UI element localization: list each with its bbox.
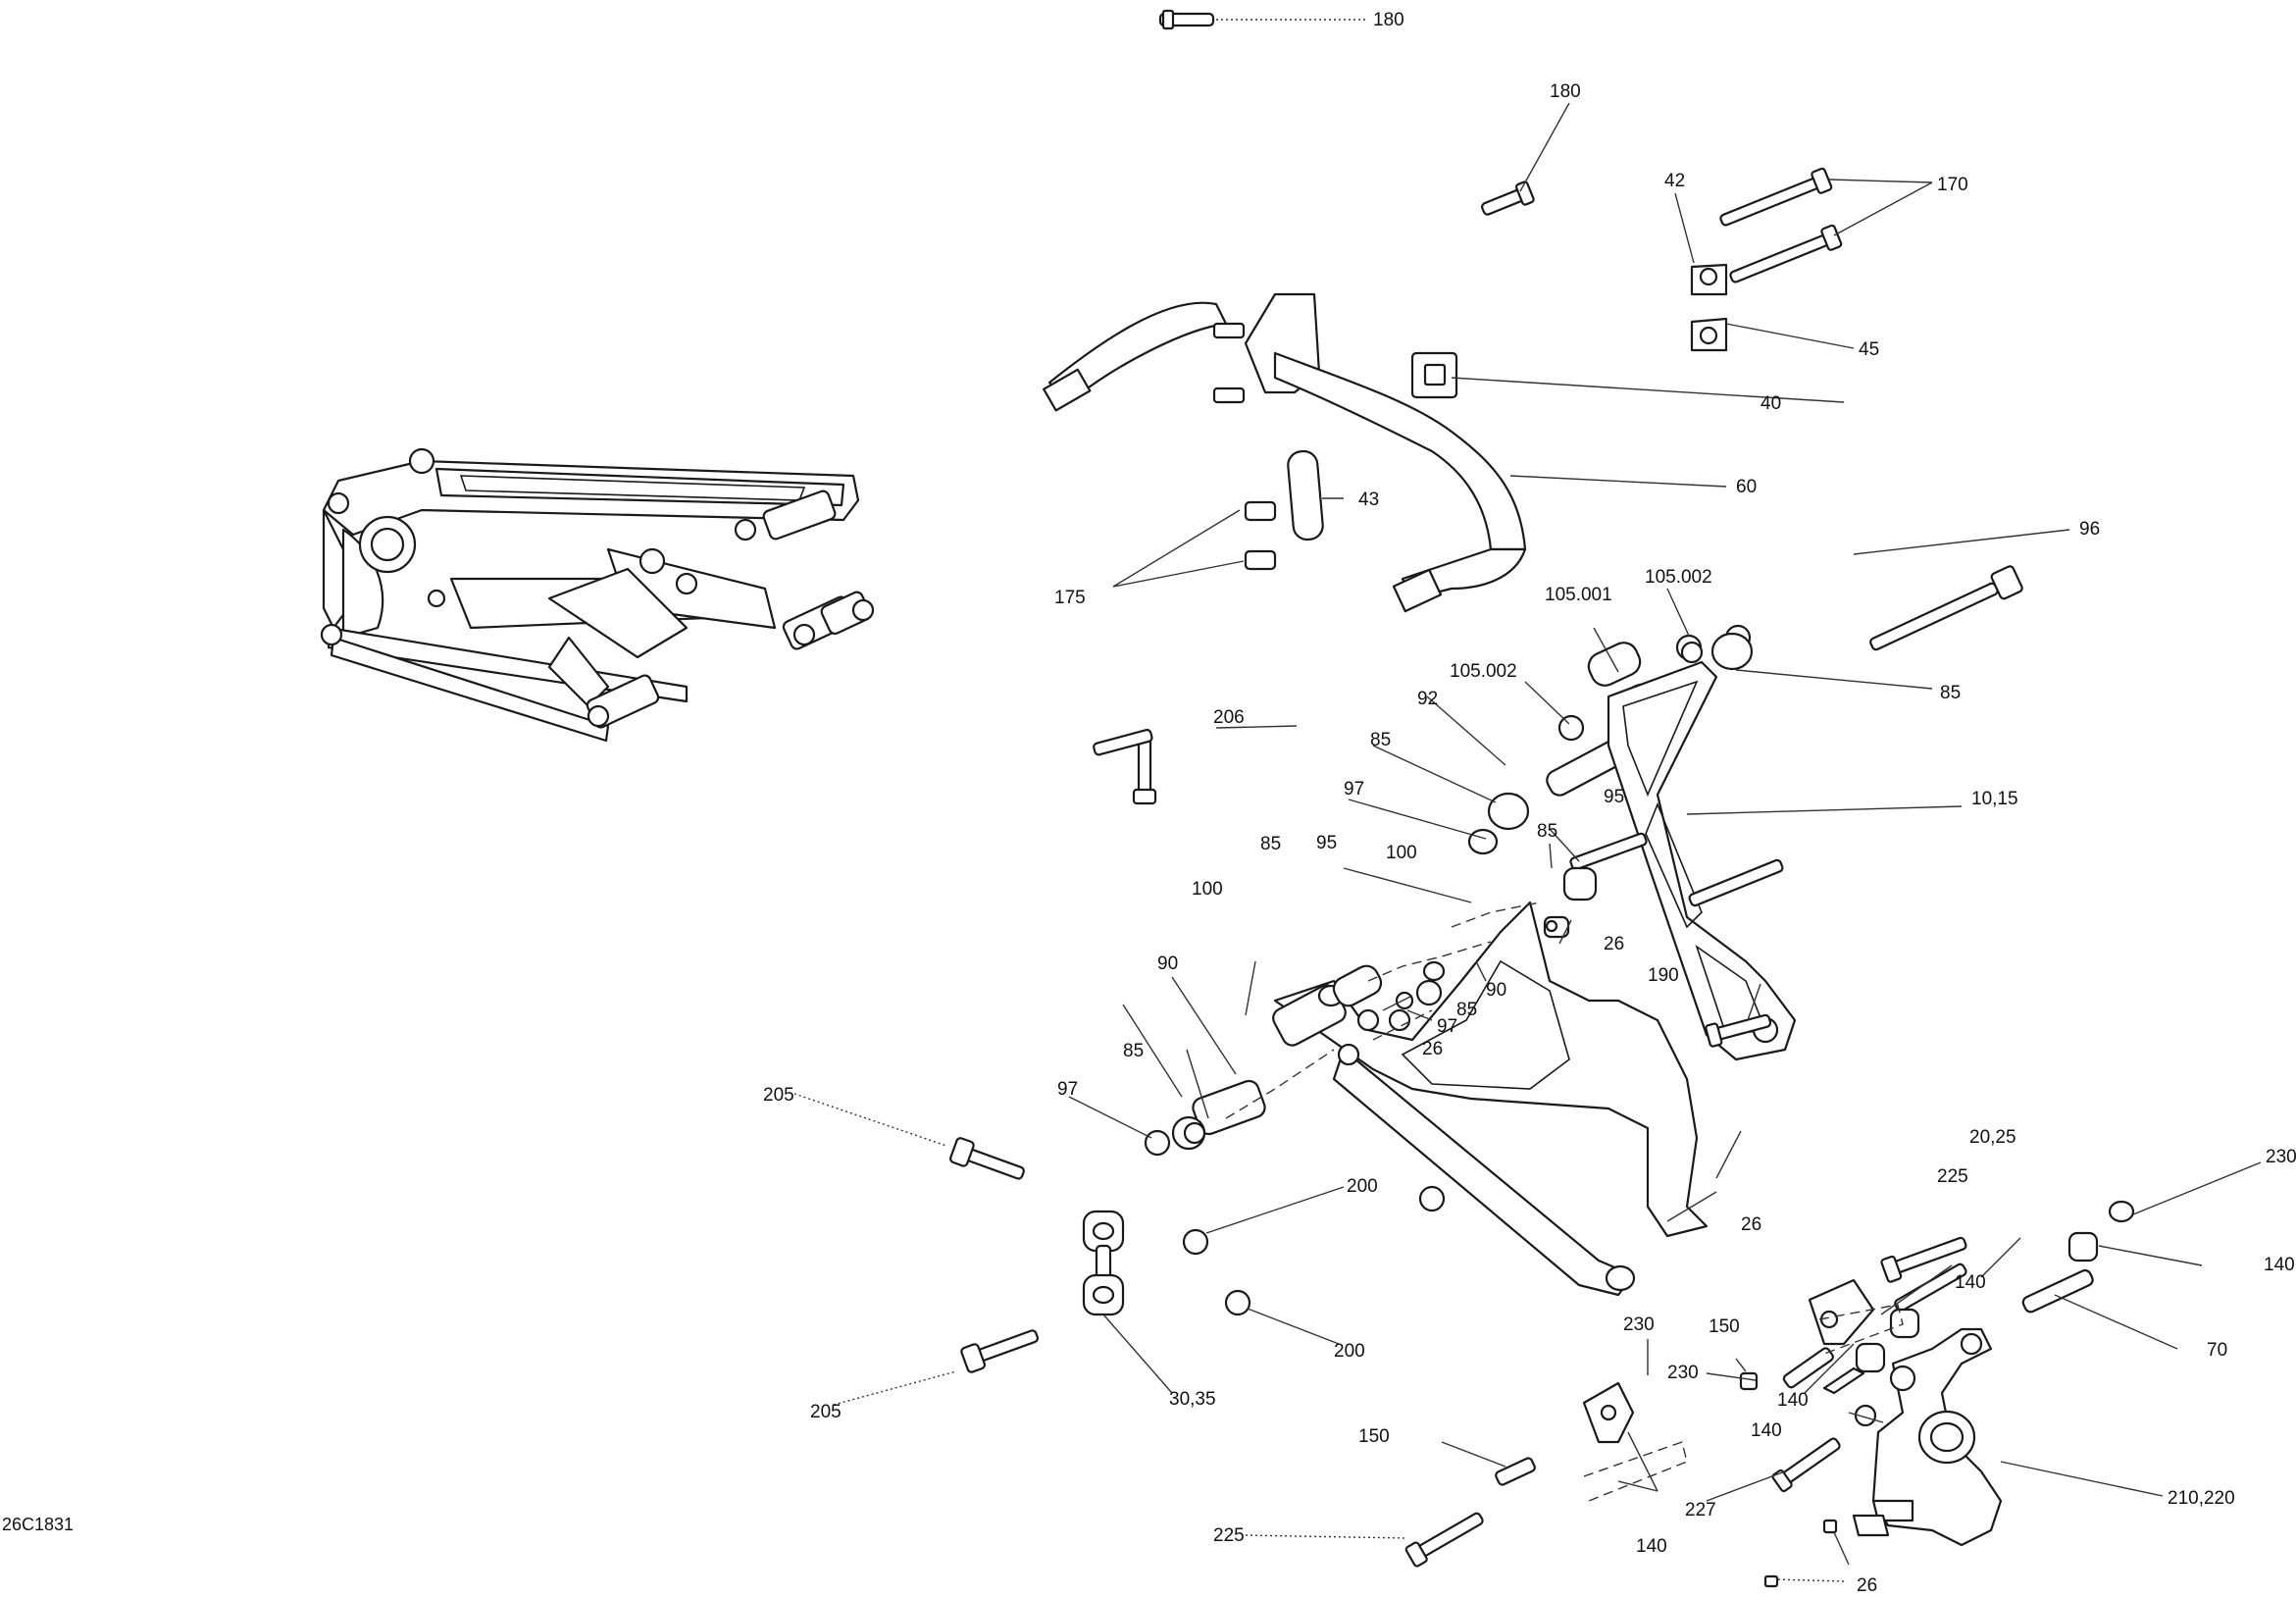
callout-205-a: 205 <box>763 1085 794 1106</box>
callout-95-b: 95 <box>1316 833 1337 853</box>
callout-43: 43 <box>1358 490 1379 510</box>
callout-230-a: 230 <box>2266 1147 2296 1167</box>
callout-140-b: 140 <box>1955 1272 1986 1293</box>
sway-bar-group <box>1043 9 1843 613</box>
callout-210-220: 210,220 <box>2168 1488 2235 1509</box>
callout-95-a: 95 <box>1604 787 1624 807</box>
diagram-code: 26C1831 <box>2 1515 74 1534</box>
callout-labels: 180 180 42 170 45 40 60 43 175 96 105.00… <box>2 10 2296 1596</box>
callout-30-35: 30,35 <box>1169 1389 1216 1410</box>
callout-140-c: 140 <box>1777 1390 1809 1411</box>
callout-205-b: 205 <box>810 1402 842 1422</box>
knuckle-group <box>1404 1200 2135 1588</box>
callout-42: 42 <box>1664 171 1685 191</box>
callout-85-d: 85 <box>1260 834 1281 854</box>
leader-lines <box>793 19 2262 1582</box>
callout-105-001: 105.001 <box>1545 585 1612 605</box>
callout-90-b: 90 <box>1486 980 1506 1001</box>
callout-60: 60 <box>1736 477 1757 497</box>
callout-140-a: 140 <box>2264 1255 2295 1275</box>
callout-26-c: 26 <box>1741 1214 1761 1235</box>
callout-150-b: 150 <box>1358 1426 1390 1447</box>
overview-assembly <box>320 447 875 743</box>
callout-206: 206 <box>1213 707 1245 728</box>
callout-170: 170 <box>1937 175 1968 195</box>
callout-70: 70 <box>2207 1340 2227 1361</box>
callout-190: 190 <box>1648 965 1679 986</box>
callout-92: 92 <box>1417 689 1438 709</box>
callout-40: 40 <box>1760 393 1781 414</box>
callout-105-002-a: 105.002 <box>1645 567 1712 588</box>
callout-85-e: 85 <box>1456 1000 1477 1020</box>
callout-150-a: 150 <box>1709 1316 1740 1337</box>
callout-90-a: 90 <box>1157 954 1178 974</box>
callout-85-f: 85 <box>1123 1041 1144 1061</box>
callout-96: 96 <box>2079 519 2100 540</box>
callout-200-b: 200 <box>1334 1341 1365 1362</box>
callout-85-a: 85 <box>1940 683 1961 703</box>
callout-10-15: 10,15 <box>1971 789 2018 809</box>
callout-26-b: 26 <box>1422 1039 1443 1059</box>
callout-97-a: 97 <box>1344 779 1364 799</box>
callout-140-e: 140 <box>1636 1536 1667 1557</box>
callout-97-b: 97 <box>1437 1016 1457 1037</box>
callout-45: 45 <box>1859 339 1879 360</box>
callout-225-a: 225 <box>1937 1166 1968 1187</box>
callout-180a: 180 <box>1373 10 1404 30</box>
callout-230-c: 230 <box>1667 1363 1699 1383</box>
callout-200-a: 200 <box>1347 1176 1378 1197</box>
callout-140-d: 140 <box>1751 1420 1782 1441</box>
callout-100-a: 100 <box>1386 843 1417 863</box>
callout-175: 175 <box>1054 588 1086 608</box>
callout-180b: 180 <box>1550 81 1581 102</box>
stabilizer-link-group <box>948 728 1772 1373</box>
callout-227: 227 <box>1685 1500 1716 1521</box>
callout-85-b: 85 <box>1370 730 1391 750</box>
callout-225-b: 225 <box>1213 1525 1245 1546</box>
callout-97-c: 97 <box>1057 1079 1078 1100</box>
callout-26-d: 26 <box>1857 1575 1877 1596</box>
upper-link-group <box>1467 565 2023 1061</box>
callout-100-b: 100 <box>1192 879 1223 900</box>
callout-105-002-b: 105.002 <box>1450 661 1517 682</box>
callout-85-c: 85 <box>1537 821 1557 842</box>
callout-20-25: 20,25 <box>1969 1127 2016 1148</box>
callout-230-b: 230 <box>1623 1314 1655 1335</box>
callout-26-a: 26 <box>1604 934 1624 954</box>
lower-a-arm-group <box>1144 901 1709 1297</box>
